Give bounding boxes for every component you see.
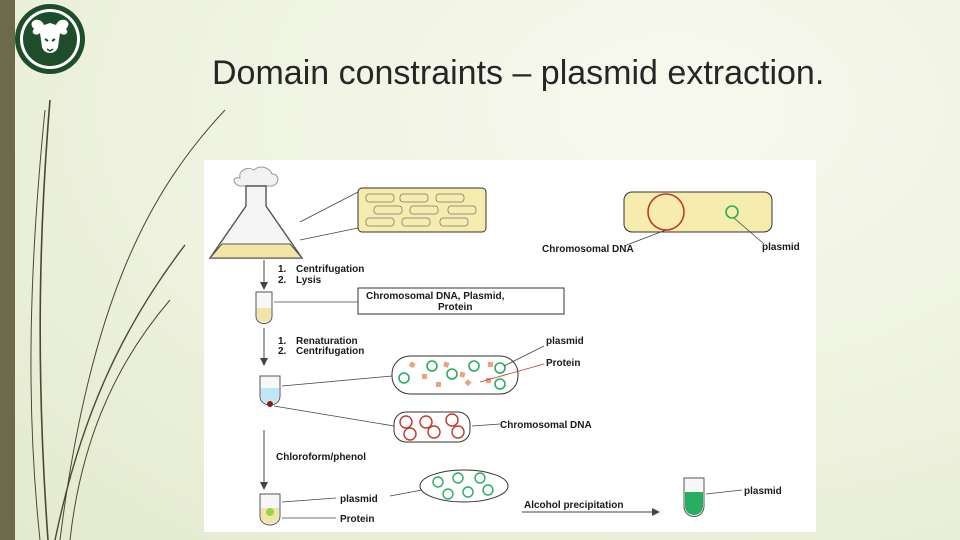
lysate-line-2: Protein xyxy=(438,302,472,313)
lysis-step-label: Lysis xyxy=(296,275,322,286)
centrifugation-step-label: Centrifugation xyxy=(296,264,364,275)
plasmid-ellipse xyxy=(419,469,509,503)
renaturation-step-label: Renaturation xyxy=(296,336,358,347)
svg-text:2.: 2. xyxy=(278,346,287,357)
left-accent-bar xyxy=(0,0,15,540)
protein-label-1: Protein xyxy=(546,358,580,369)
chromosomal-dna-label-2: Chromosomal DNA xyxy=(500,420,592,431)
lysate-line-1: Chromosomal DNA, Plasmid, xyxy=(366,291,505,302)
renatured-tube xyxy=(259,375,281,407)
cell-diagram xyxy=(623,191,773,247)
plasmid-extraction-diagram: Chromosomal DNA plasmid 1. Centrifugatio… xyxy=(204,160,816,532)
decorative-swoosh xyxy=(30,99,226,540)
supernatant-ellipse xyxy=(391,355,519,395)
plasmid-label-2: plasmid xyxy=(546,336,584,347)
plasmid-label-4: plasmid xyxy=(744,486,782,497)
flask xyxy=(208,166,304,259)
svg-text:1.: 1. xyxy=(278,336,287,347)
centrifugation-step-label-2: Centrifugation xyxy=(296,346,364,357)
plasmid-label-1: plasmid xyxy=(762,242,800,253)
svg-text:2.: 2. xyxy=(278,275,287,286)
lysate-tube xyxy=(255,291,273,324)
final-plasmid-tube xyxy=(683,477,705,517)
chloroform-phenol-label: Chloroform/phenol xyxy=(276,452,366,463)
alcohol-precipitation-label: Alcohol precipitation xyxy=(524,500,623,511)
ram-head-logo xyxy=(15,4,85,74)
plasmid-label-3: plasmid xyxy=(340,494,378,505)
slide-title: Domain constraints – plasmid extraction. xyxy=(212,54,825,92)
protein-label-2: Protein xyxy=(340,514,374,525)
bacteria-culture-box xyxy=(357,187,487,233)
svg-text:1.: 1. xyxy=(278,264,287,275)
pellet-box xyxy=(393,411,471,443)
extraction-tube xyxy=(259,493,281,526)
lysate-box xyxy=(357,287,565,315)
chromosomal-dna-label-1: Chromosomal DNA xyxy=(542,244,634,255)
